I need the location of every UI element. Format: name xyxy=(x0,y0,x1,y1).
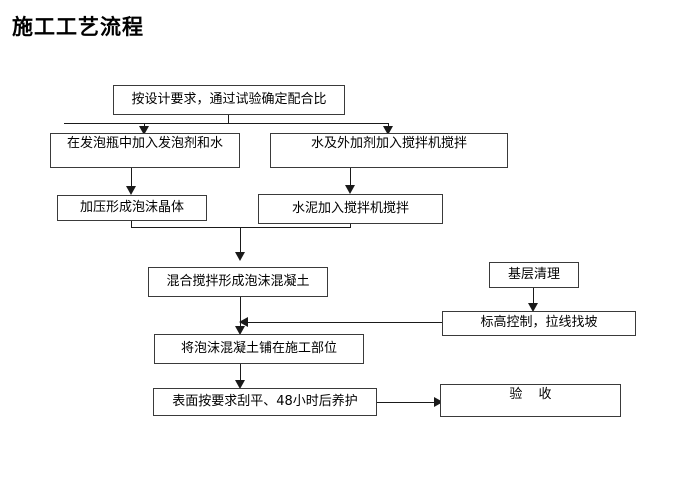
page-title: 施工工艺流程 xyxy=(12,15,144,39)
connector-n2-n4 xyxy=(131,168,132,190)
connector-merge-down xyxy=(240,227,241,257)
arrow-n10-n11 xyxy=(434,397,443,407)
connector-n7-n8 xyxy=(533,288,534,308)
node-label: 按设计要求，通过试验确定配合比 xyxy=(131,91,327,107)
node-label: 水泥加入搅拌机搅拌 xyxy=(291,200,409,216)
connector-split-bar xyxy=(64,123,389,124)
node-label: 基层清理 xyxy=(507,266,560,282)
node-lay-foam-concrete[interactable]: 将泡沫混凝土铺在施工部位 xyxy=(154,334,364,364)
node-label: 将泡沫混凝土铺在施工部位 xyxy=(180,340,337,356)
connector-n4-stub xyxy=(131,221,132,227)
connector-n3-n5 xyxy=(350,168,351,190)
node-mix-foam-concrete[interactable]: 混合搅拌形成泡沫混凝土 xyxy=(148,267,328,297)
node-label: 表面按要求刮平、48小时后养护 xyxy=(172,393,358,409)
connector-merge-bar xyxy=(131,227,351,228)
node-water-admixture-mixer[interactable]: 水及外加剂加入搅拌机搅拌 xyxy=(270,133,508,168)
connector-n8-n9 xyxy=(246,322,443,323)
arrow-n7-n8 xyxy=(528,303,538,312)
node-surface-leveling-curing[interactable]: 表面按要求刮平、48小时后养护 xyxy=(153,388,377,416)
node-acceptance[interactable]: 验 收 xyxy=(440,384,621,417)
node-pressurize-foam-crystal[interactable]: 加压形成泡沫晶体 xyxy=(57,195,207,221)
arrow-n9-n10 xyxy=(235,380,245,389)
node-label: 在发泡瓶中加入发泡剂和水 xyxy=(66,136,223,151)
arrow-n8-n9 xyxy=(239,317,248,327)
node-label: 验 收 xyxy=(509,387,558,402)
arrow-n3-n5 xyxy=(345,185,355,194)
node-label: 标高控制，拉线找坡 xyxy=(480,315,598,331)
connector-n5-stub xyxy=(350,224,351,227)
connector-n10-n11 xyxy=(377,402,443,403)
node-mix-ratio[interactable]: 按设计要求，通过试验确定配合比 xyxy=(113,85,345,115)
connector-n6-n9 xyxy=(240,297,241,333)
arrow-n1-n3 xyxy=(383,126,393,135)
node-base-cleaning[interactable]: 基层清理 xyxy=(489,262,579,288)
arrow-n6-n9 xyxy=(235,326,245,335)
node-add-foaming-agent[interactable]: 在发泡瓶中加入发泡剂和水 xyxy=(50,133,240,168)
arrow-n2-n4 xyxy=(126,186,136,195)
connector-n9-n10 xyxy=(240,364,241,386)
arrow-n1-n2 xyxy=(139,126,149,135)
connector-n1-stub xyxy=(228,115,229,123)
node-label: 混合搅拌形成泡沫混凝土 xyxy=(166,273,310,289)
node-elevation-control[interactable]: 标高控制，拉线找坡 xyxy=(442,311,636,336)
node-label: 加压形成泡沫晶体 xyxy=(79,199,184,215)
arrow-merge-n6 xyxy=(235,252,245,261)
node-label: 水及外加剂加入搅拌机搅拌 xyxy=(310,136,467,151)
node-cement-into-mixer[interactable]: 水泥加入搅拌机搅拌 xyxy=(258,194,443,224)
